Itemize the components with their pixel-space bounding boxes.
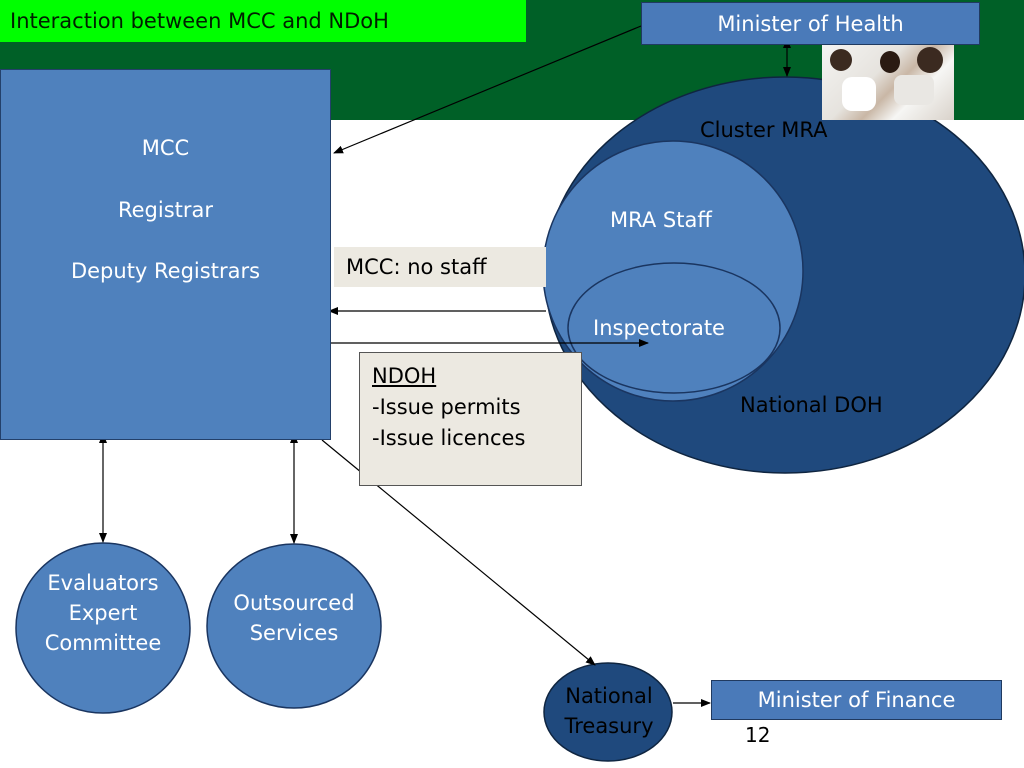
mcc-label: MCC	[141, 136, 190, 160]
minister-of-health-box: Minister of Health	[641, 2, 980, 45]
ndoh-item-permits: -Issue permits	[372, 395, 521, 419]
ndoh-heading: NDOH	[372, 364, 437, 388]
mra-staff-label: MRA Staff	[610, 208, 712, 232]
mcc-box: MCC Registrar Deputy Registrars	[0, 69, 331, 440]
slide-title: Interaction between MCC and NDoH	[0, 0, 526, 42]
national-doh-label: National DOH	[740, 393, 883, 417]
treasury-line2: Treasury	[564, 714, 654, 738]
registrar-label: Registrar	[117, 198, 214, 222]
inspectorate-label: Inspectorate	[593, 316, 725, 340]
outsourced-line2: Services	[249, 621, 339, 645]
deputy-registrars-label: Deputy Registrars	[70, 259, 261, 283]
mcc-no-staff-note: MCC: no staff	[334, 247, 546, 287]
ndoh-note: NDOH -Issue permits -Issue licences	[359, 352, 582, 486]
arrow-minister-to-mcc	[333, 25, 642, 154]
evaluators-line3: Committee	[44, 631, 162, 655]
outsourced-line1: Outsourced	[233, 591, 355, 615]
children-photo	[822, 45, 954, 120]
outsourced-circle	[206, 543, 382, 709]
evaluators-line2: Expert	[68, 601, 138, 625]
inspectorate-ellipse	[567, 262, 781, 394]
treasury-line1: National	[565, 684, 653, 708]
minister-of-finance-box: Minister of Finance	[711, 680, 1002, 720]
evaluators-line1: Evaluators	[47, 571, 159, 595]
evaluators-circle	[15, 542, 191, 714]
outsourced-text: Outsourced Services	[207, 588, 381, 648]
ndoh-item-licences: -Issue licences	[372, 426, 526, 450]
cluster-mra-label: Cluster MRA	[700, 118, 828, 142]
evaluators-text: Evaluators Expert Committee	[16, 568, 190, 658]
page-number: 12	[745, 723, 771, 747]
treasury-circle	[543, 662, 673, 762]
treasury-text: National Treasury	[544, 681, 674, 741]
